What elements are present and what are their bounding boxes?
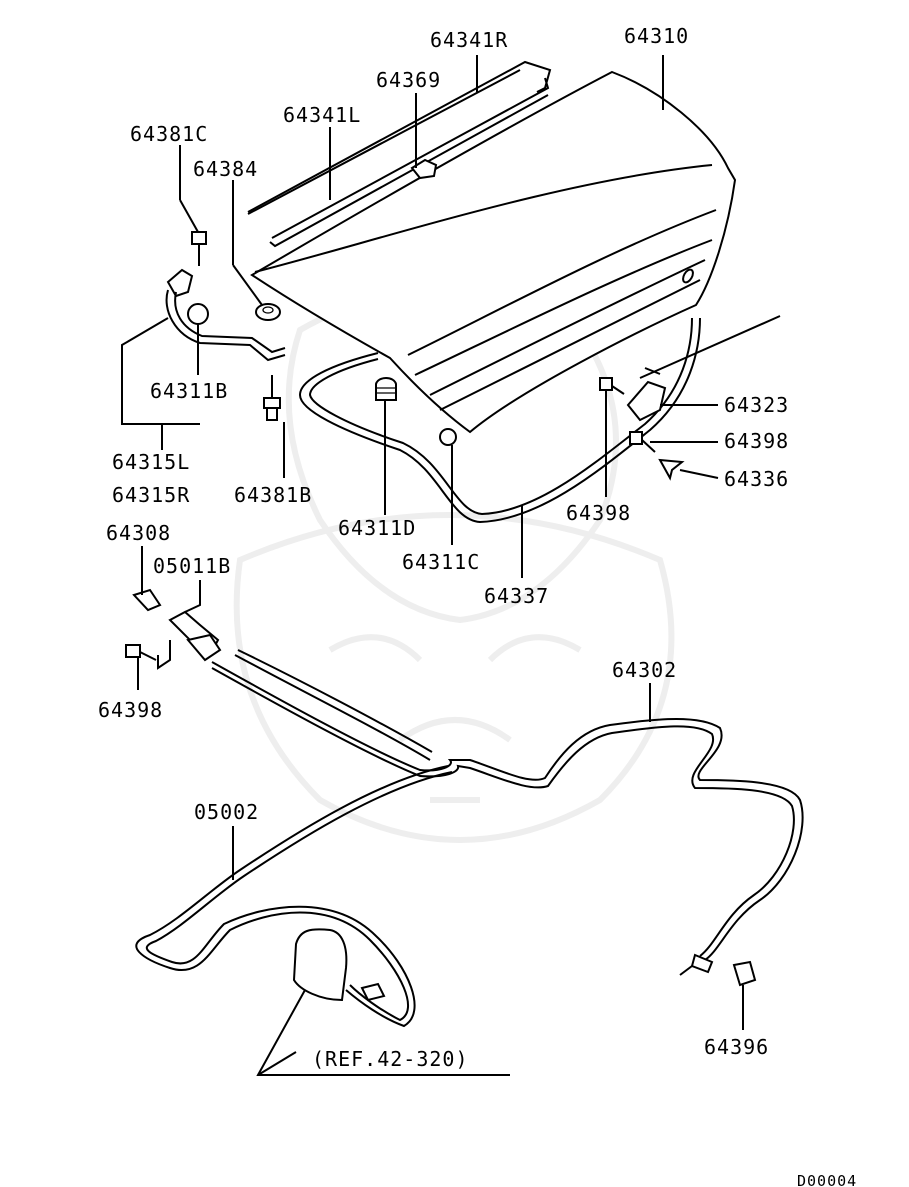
callout-64396: 64396 xyxy=(704,1035,769,1059)
diagram-code: D00004 xyxy=(797,1172,857,1187)
reference-note: (REF.42-320) xyxy=(312,1047,469,1071)
clip-64369 xyxy=(410,158,438,180)
fuel-lid-ref-part xyxy=(292,928,348,1002)
callout-64302: 64302 xyxy=(612,658,677,682)
callout-64381C: 64381C xyxy=(130,122,208,146)
release-cables xyxy=(211,649,804,987)
callout-64308: 64308 xyxy=(106,521,171,545)
bumper-64311C xyxy=(439,428,457,446)
torsion-bars xyxy=(247,60,552,248)
callout-64341L: 64341L xyxy=(283,103,361,127)
callout-64311C: 64311C xyxy=(402,550,480,574)
callout-64341R: 64341R xyxy=(430,28,508,52)
callout-64323: 64323 xyxy=(724,393,789,417)
grommet-64384 xyxy=(255,303,281,321)
bumper-64311D xyxy=(375,377,397,401)
callout-64398-left: 64398 xyxy=(98,698,163,722)
callout-64310: 64310 xyxy=(624,24,689,48)
leader-lines xyxy=(121,55,744,1076)
callout-64398-right: 64398 xyxy=(724,429,789,453)
callout-64311D: 64311D xyxy=(338,516,416,540)
trunk-lid xyxy=(250,70,737,434)
fuel-lid-cable xyxy=(135,765,453,1028)
callout-05002: 05002 xyxy=(194,800,259,824)
bolt-64398-left xyxy=(125,644,157,661)
callout-64381B: 64381B xyxy=(234,483,312,507)
bolt-64381B xyxy=(263,375,281,421)
callout-64398-mid: 64398 xyxy=(566,501,631,525)
bracket-64308-05011B xyxy=(157,640,171,670)
callout-64311B: 64311B xyxy=(150,379,228,403)
latch-05011B xyxy=(132,588,222,662)
callout-64315L: 64315L xyxy=(112,450,190,474)
bolt-64381C xyxy=(191,231,207,266)
callout-64384: 64384 xyxy=(193,157,258,181)
bolt-64398-right xyxy=(629,431,656,453)
clip-64336 xyxy=(658,458,685,481)
striker-64323 xyxy=(626,315,781,422)
callout-05011B: 05011B xyxy=(153,554,231,578)
hinge xyxy=(165,268,286,362)
callout-64336: 64336 xyxy=(724,467,789,491)
callout-64369: 64369 xyxy=(376,68,441,92)
callout-64315R: 64315R xyxy=(112,483,190,507)
callout-64337: 64337 xyxy=(484,584,549,608)
